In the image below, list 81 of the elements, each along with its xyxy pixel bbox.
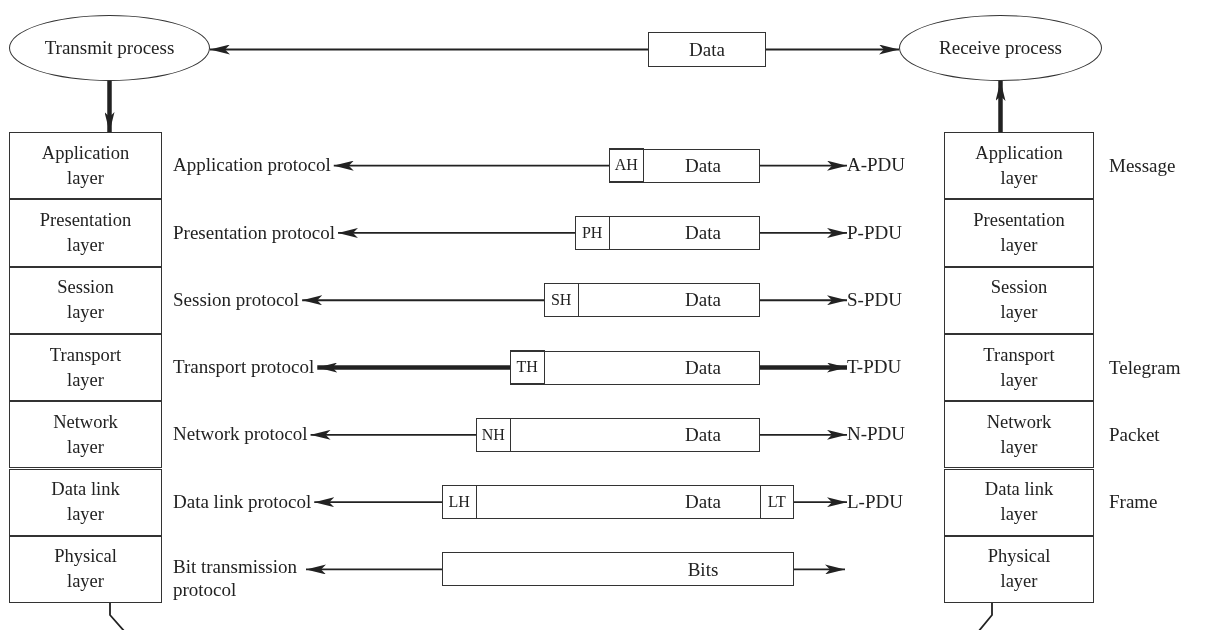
layer-box — [944, 535, 1094, 604]
arrow — [301, 295, 545, 306]
arrow — [759, 429, 848, 440]
payload-label: Data — [684, 355, 722, 380]
layer-label: Presentation layer — [38, 208, 133, 257]
payload-label: Data — [684, 221, 722, 245]
layer-label: Application layer — [40, 141, 131, 190]
layer-box — [9, 199, 162, 267]
protocol-label: Application protocol — [173, 154, 331, 178]
protocol-label: Session protocol — [173, 288, 300, 312]
data-box — [648, 32, 766, 67]
protocol-label: Transport protocol — [173, 356, 315, 379]
layer-label: Transport layer — [982, 343, 1056, 392]
pdu-label: A-PDU — [847, 151, 939, 180]
unit-label: Packet — [1109, 423, 1160, 446]
unit-label: Telegram — [1109, 356, 1181, 379]
layer-label: Transport layer — [48, 343, 123, 392]
payload-label: Data — [684, 288, 722, 313]
layer-box — [944, 266, 1094, 334]
pdu-frame — [476, 417, 760, 452]
protocol-label: Network protocol — [173, 423, 308, 447]
pdu-label: P-PDU — [847, 218, 939, 247]
arrow — [759, 227, 848, 238]
pdu-frame — [609, 148, 760, 183]
protocol-label: Data link protocol — [173, 490, 312, 514]
arrow — [759, 295, 848, 306]
pdu-frame — [442, 485, 794, 520]
layer-box — [944, 199, 1094, 267]
layer-box — [9, 468, 162, 536]
header-field: TH — [509, 350, 545, 385]
pdu-frame — [442, 552, 794, 587]
arrow — [760, 362, 847, 373]
arrow — [765, 44, 900, 55]
arrow — [995, 81, 1006, 132]
payload-label: Bits — [686, 557, 720, 582]
layer-label: Presentation layer — [972, 208, 1066, 257]
pdu-frame — [544, 283, 760, 318]
payload-label: Data — [684, 422, 722, 447]
unit-label: Frame — [1109, 491, 1158, 514]
layer-label: Network layer — [985, 410, 1053, 459]
layer-box — [9, 132, 162, 200]
header-field: AH — [608, 148, 644, 183]
arrow — [759, 160, 848, 171]
arrow — [104, 81, 115, 132]
layer-label: Network layer — [52, 410, 119, 459]
arrow — [209, 44, 649, 55]
process-label: Transmit process — [44, 36, 175, 60]
arrow — [793, 564, 846, 575]
process-label: Receive process — [939, 36, 1062, 60]
payload-label: Data — [684, 153, 722, 178]
layer-label: Data link layer — [983, 478, 1055, 527]
unit-label: Message — [1109, 154, 1176, 177]
pdu-frame — [575, 215, 760, 250]
pdu-label: L-PDU — [847, 488, 939, 517]
layer-label: Data link layer — [50, 478, 121, 527]
pdu-label: S-PDU — [847, 286, 939, 315]
layer-box — [9, 266, 162, 334]
pdu-frame — [510, 350, 760, 385]
arrow — [793, 497, 848, 508]
connector-line — [109, 602, 126, 630]
arrow — [313, 497, 443, 508]
layer-label: Physical layer — [986, 545, 1052, 594]
layer-label: Session layer — [989, 276, 1049, 325]
layer-box — [9, 333, 162, 402]
connector-line — [977, 602, 993, 630]
arrow — [337, 227, 576, 238]
layer-label: Session layer — [56, 276, 115, 325]
arrow — [309, 429, 477, 440]
payload-label: Data — [684, 490, 722, 514]
layer-label: Physical layer — [53, 545, 118, 594]
pdu-label: N-PDU — [847, 420, 939, 449]
layer-box — [9, 401, 162, 469]
arrow — [305, 564, 443, 575]
data-label: Data — [689, 37, 725, 62]
layer-label: Application layer — [974, 141, 1064, 190]
arrow — [317, 362, 510, 373]
protocol-label: Bit transmission protocol — [173, 556, 303, 603]
protocol-label: Presentation protocol — [173, 221, 335, 245]
layer-box — [9, 535, 162, 604]
arrow — [332, 160, 610, 171]
pdu-label: T-PDU — [847, 353, 939, 382]
